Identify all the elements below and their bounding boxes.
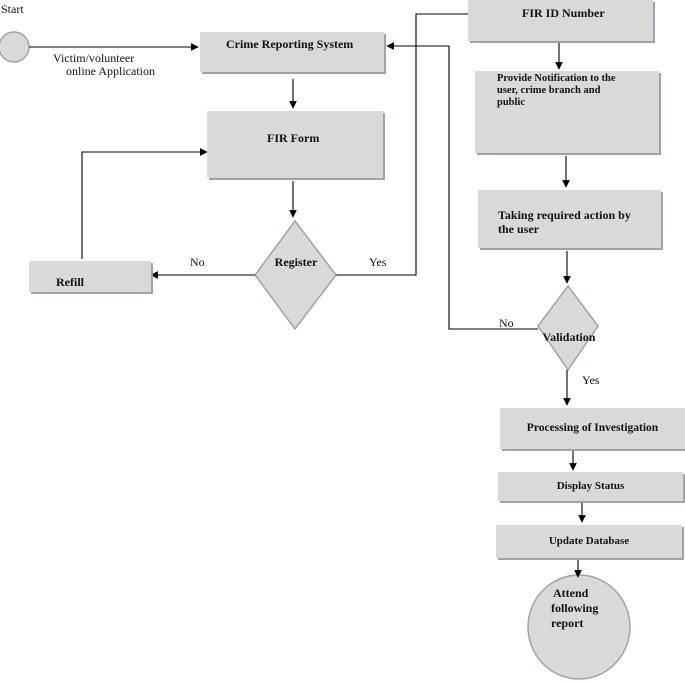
required-action-box: Taking required action by the user xyxy=(478,190,661,248)
fir-id-number-box: FIR ID Number xyxy=(468,0,653,41)
edge-refill-to-fir-form xyxy=(81,148,208,259)
display-status-label: Display Status xyxy=(556,479,625,492)
edge-validation-to-crime-system xyxy=(386,42,538,330)
validation-label: Validation xyxy=(542,330,596,344)
notification-label-line1: Provide Notification to the xyxy=(497,73,616,84)
update-database-box: Update Database xyxy=(496,525,682,558)
attend-report-label-line2: following xyxy=(551,601,599,615)
start-label: Start xyxy=(1,2,24,16)
fir-id-number-label: FIR ID Number xyxy=(522,6,605,20)
attend-report-label: Attend following report xyxy=(551,586,598,631)
required-action-label-line2: the user xyxy=(498,222,539,237)
crime-reporting-system-box: Crime Reporting System xyxy=(200,32,384,72)
fir-form-box: FIR Form xyxy=(207,111,383,178)
register-yes-label: Yes xyxy=(369,255,387,269)
edge-register-to-fir-id xyxy=(336,13,468,276)
update-database-label: Update Database xyxy=(548,534,630,547)
attend-report-label-line3: report xyxy=(551,616,584,630)
refill-box: Refill xyxy=(29,261,151,292)
validation-no-label: No xyxy=(499,316,514,330)
refill-label: Refill xyxy=(56,275,84,289)
required-action-label-line1: Taking required action by xyxy=(498,208,631,222)
applicant-label-line1: Victim/volunteer xyxy=(53,51,135,65)
fir-form-label: FIR Form xyxy=(267,131,320,145)
processing-investigation-label: Processing of Investigation xyxy=(526,421,659,434)
notification-label-line2: user, crime branch and xyxy=(497,85,601,97)
start-node xyxy=(0,31,30,63)
applicant-label-line2: online Application xyxy=(66,64,155,78)
processing-investigation-box: Processing of Investigation xyxy=(500,408,685,449)
validation-yes-label: Yes xyxy=(582,373,600,387)
register-decision xyxy=(254,219,337,331)
register-no-label: No xyxy=(190,255,205,269)
register-label: Register xyxy=(274,255,318,269)
notification-box: Provide Notification to the user, crime … xyxy=(475,71,659,153)
validation-decision xyxy=(537,284,599,372)
crime-reporting-system-label: Crime Reporting System xyxy=(226,37,354,51)
display-status-box: Display Status xyxy=(498,472,683,501)
attend-report-label-line1: Attend xyxy=(553,586,589,600)
notification-label-line3: public xyxy=(497,97,526,109)
